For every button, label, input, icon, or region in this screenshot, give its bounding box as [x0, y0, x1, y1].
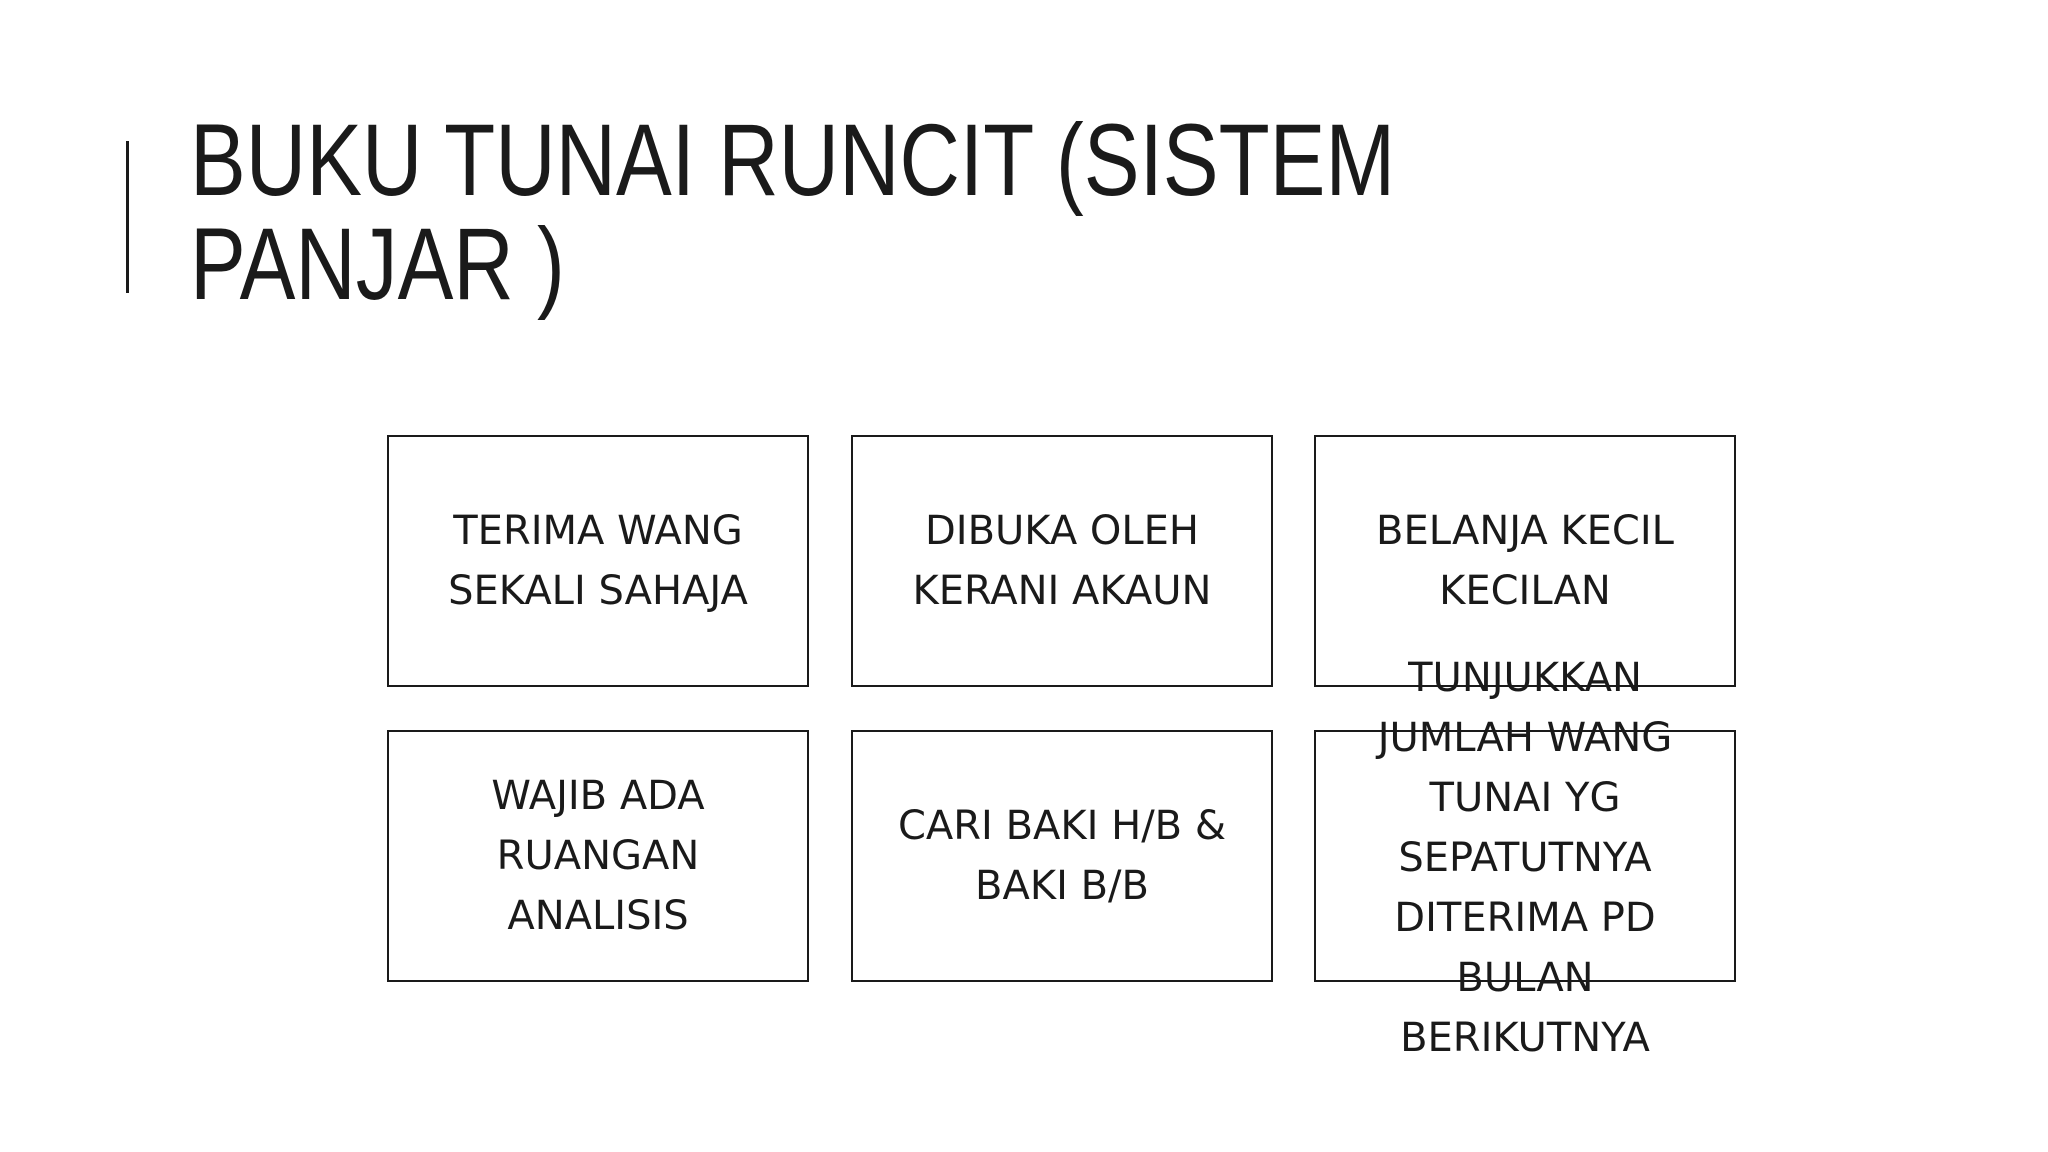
- box-terima-wang-text: TERIMA WANG SEKALI SAHAJA: [448, 508, 748, 614]
- slide-title: BUKU TUNAI RUNCIT (SISTEM PANJAR ): [190, 108, 1584, 316]
- box-wajib-ada-text: WAJIB ADA RUANGAN ANALISIS: [491, 773, 705, 939]
- box-cari-baki: [851, 730, 1273, 982]
- box-tunjukkan-jumlah: [1314, 730, 1736, 982]
- slide-title-line-2: PANJAR ): [190, 207, 565, 321]
- title-accent-bar: [126, 141, 129, 293]
- box-dibuka-oleh-text: DIBUKA OLEH KERANI AKAUN: [912, 508, 1212, 614]
- box-cari-baki-text: CARI BAKI H/B & BAKI B/B: [897, 803, 1227, 909]
- box-terima-wang: [387, 435, 809, 687]
- box-belanja-kecil-text: BELANJA KECIL KECILAN: [1376, 508, 1674, 614]
- box-dibuka-oleh: [851, 435, 1273, 687]
- box-belanja-kecil: [1314, 435, 1736, 687]
- box-tunjukkan-jumlah-text: TUNJUKKAN JUMLAH WANG TUNAI YG SEPATUTNY…: [1377, 655, 1673, 1061]
- slide-title-line-1: BUKU TUNAI RUNCIT (SISTEM: [190, 103, 1396, 217]
- box-wajib-ada: [387, 730, 809, 982]
